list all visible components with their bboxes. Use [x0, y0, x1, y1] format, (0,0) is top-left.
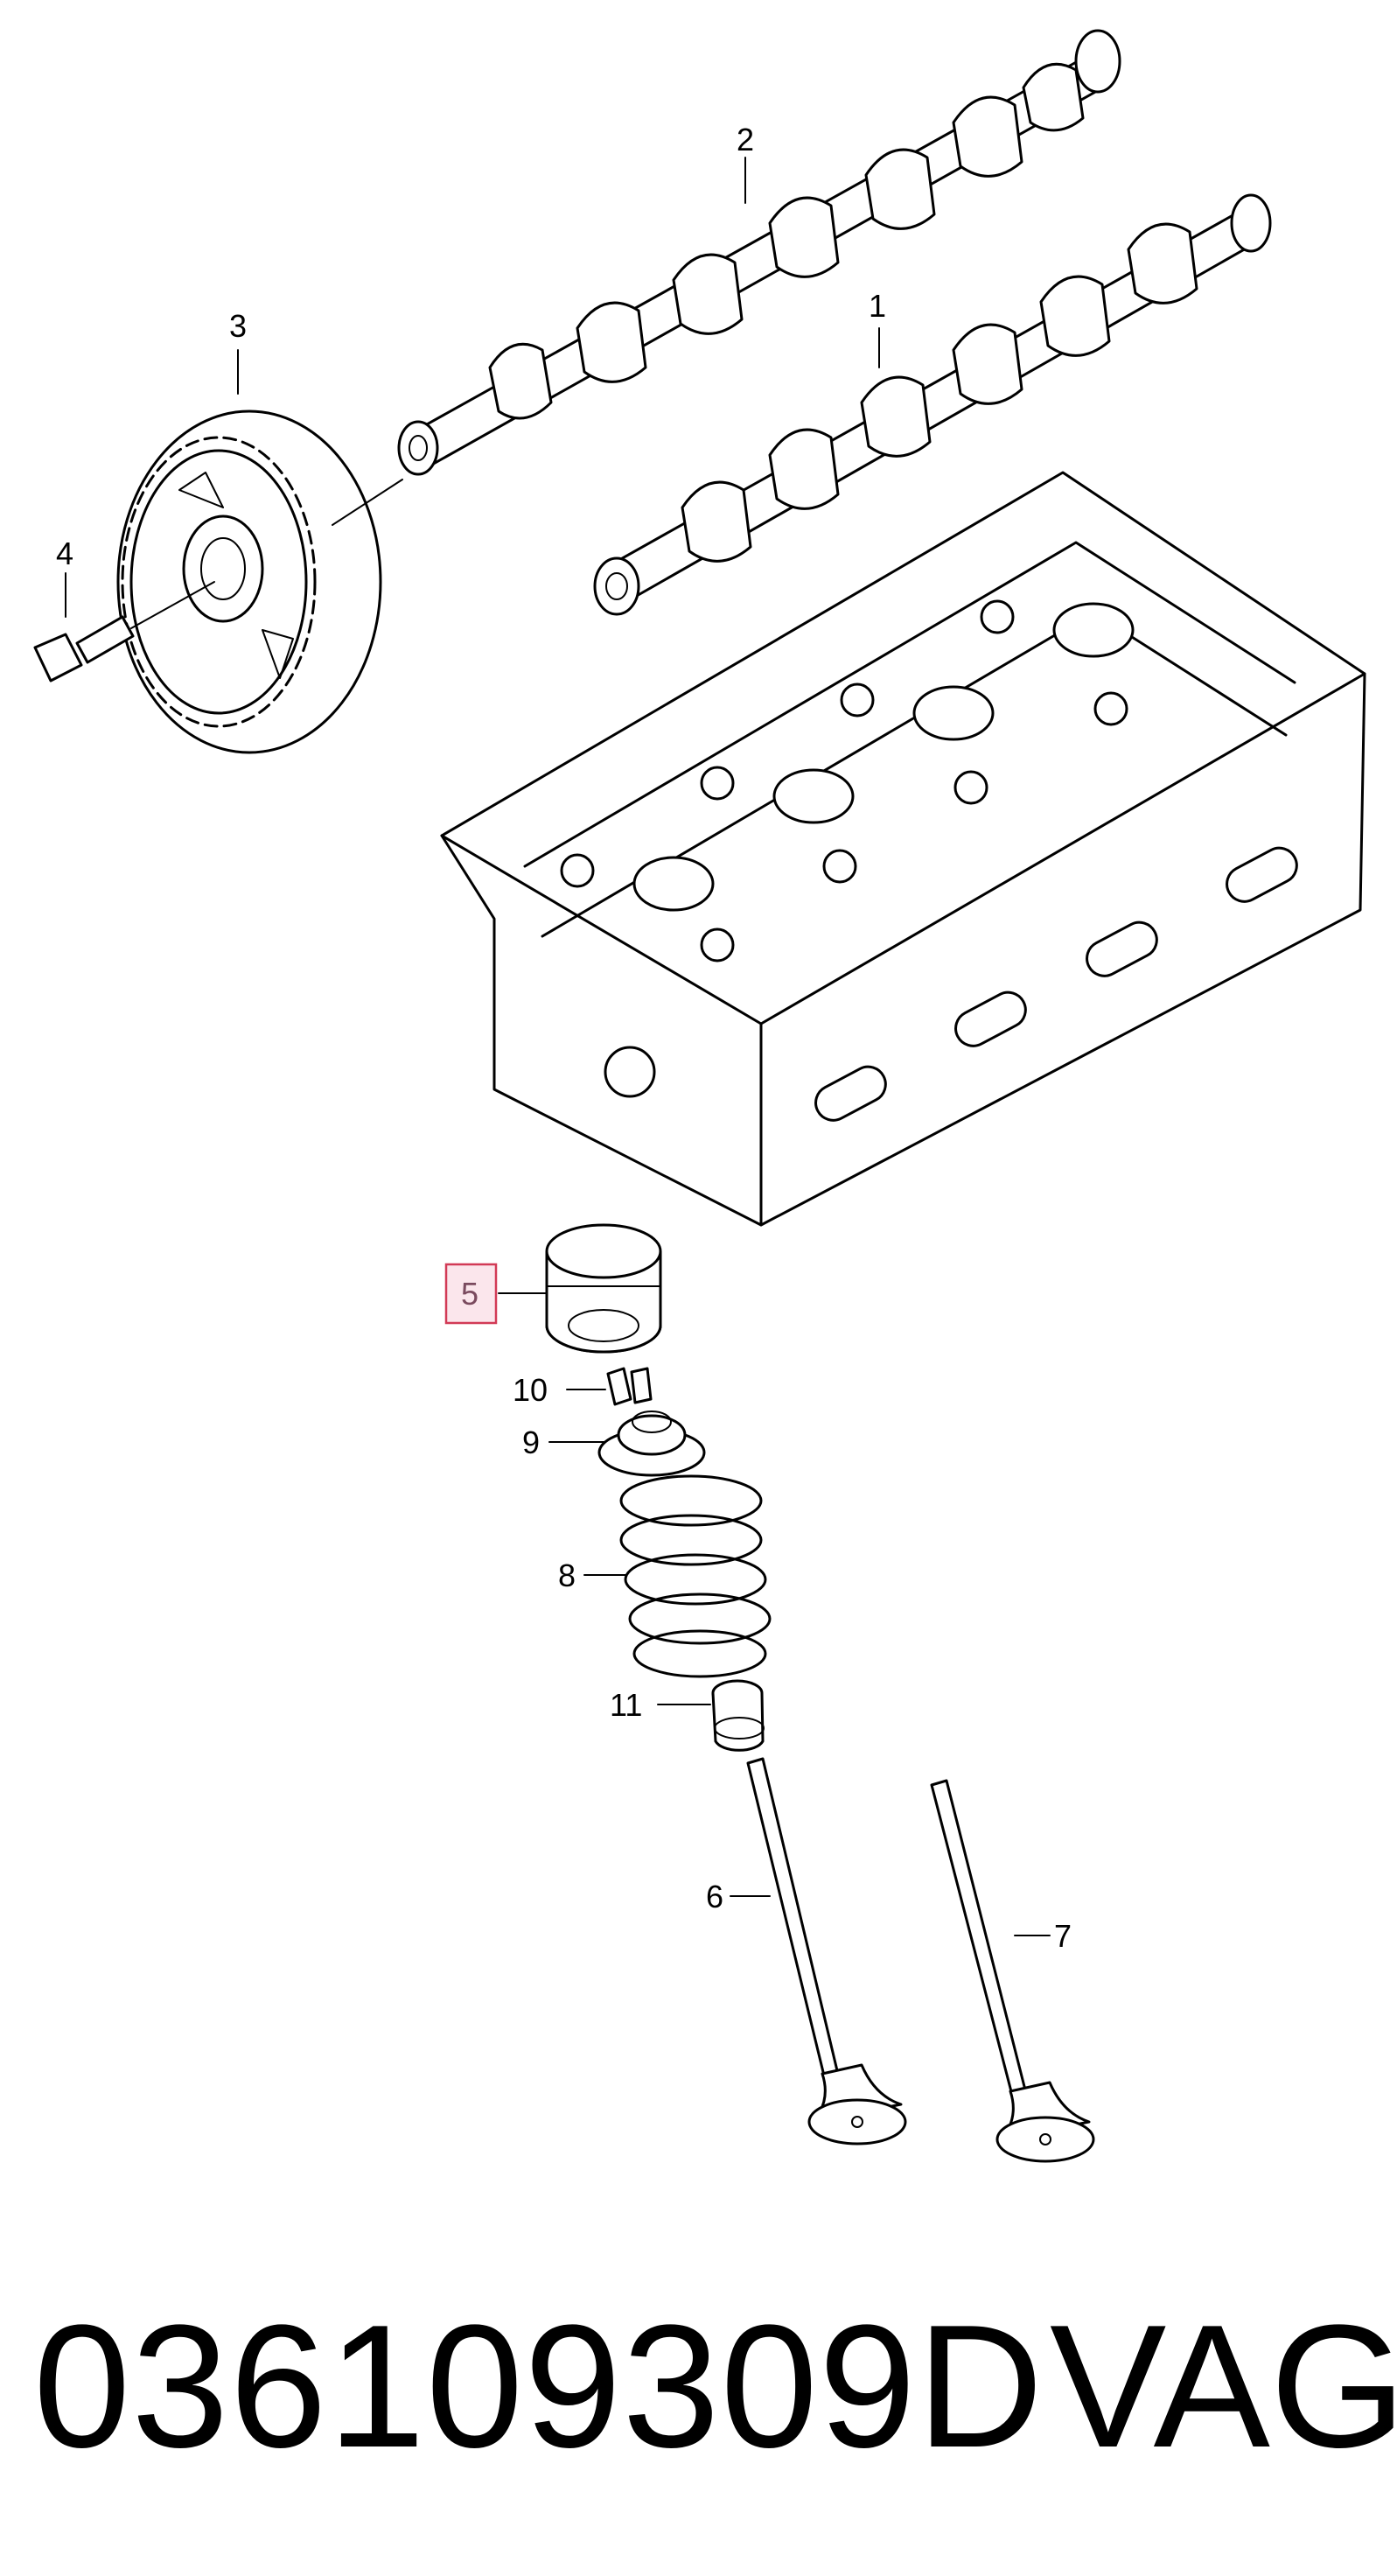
callout-6: 6 [706, 1879, 723, 1914]
exhaust-valve [930, 1779, 1095, 2163]
callout-3: 3 [229, 308, 247, 344]
exploded-parts-diagram: 1 2 3 4 5 6 7 8 9 10 11 [33, 29, 1366, 2163]
valve-spring [619, 1474, 772, 1678]
cylinder-head [440, 471, 1366, 1227]
callout-10: 10 [513, 1372, 548, 1408]
spring-retainer [597, 1410, 706, 1477]
callout-11: 11 [610, 1687, 642, 1723]
camshaft-upper [397, 29, 1121, 476]
valve-collets [606, 1367, 653, 1406]
callout-5: 5 [461, 1276, 478, 1312]
part-number: 036109309D [33, 2289, 1044, 2484]
hydraulic-lifter [545, 1223, 662, 1354]
callout-2: 2 [737, 122, 754, 158]
inlet-valve [746, 1757, 907, 2146]
valve-stem-seal [711, 1679, 765, 1752]
callout-5-highlight [444, 1263, 498, 1325]
callout-7: 7 [1054, 1918, 1072, 1954]
callout-8: 8 [558, 1558, 576, 1593]
camshaft-sprocket [116, 349, 403, 754]
callout-labels: 1 2 3 4 5 6 7 8 9 10 11 [56, 122, 1072, 1954]
brand-name: VAG [1050, 2289, 1397, 2484]
sprocket-bolt [33, 572, 215, 682]
callout-9: 9 [522, 1424, 540, 1460]
callout-4: 4 [56, 536, 73, 571]
camshaft-lower [593, 193, 1272, 616]
leader-lines [498, 1292, 1051, 1936]
part-info-footer: 036109309D VAG [0, 2266, 1397, 2555]
callout-1: 1 [869, 288, 886, 324]
